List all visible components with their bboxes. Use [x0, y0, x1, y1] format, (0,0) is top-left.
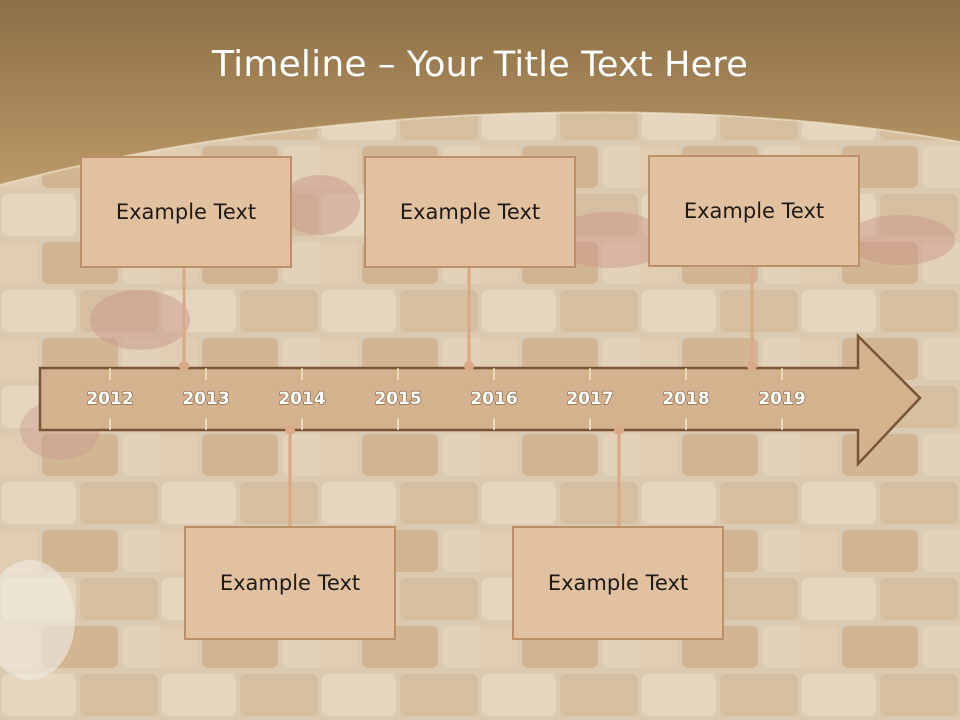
- year-label: 2014: [278, 389, 325, 409]
- event-box-top-3: Example Text: [648, 155, 860, 267]
- year-label: 2015: [374, 389, 421, 409]
- brick-accent: [550, 212, 670, 268]
- year-label: 2017: [566, 389, 613, 409]
- brick-accent: [90, 290, 190, 350]
- connector-dot: [747, 361, 757, 371]
- year-label: 2016: [470, 389, 517, 409]
- event-box-top-1: Example Text: [80, 156, 292, 268]
- brick-accent: [845, 215, 955, 265]
- timeline-arrow: [38, 332, 922, 468]
- header-band: [0, 0, 960, 185]
- year-label: 2019: [758, 389, 805, 409]
- title-rest: – Your Title Text Here: [366, 45, 748, 85]
- brick-accent: [280, 175, 360, 235]
- title-lead: Timeline: [212, 44, 367, 85]
- tick-group: [109, 368, 783, 430]
- header-curve-edge: [0, 111, 960, 186]
- event-box-top-2: Example Text: [364, 156, 576, 268]
- year-label: 2012: [86, 389, 133, 409]
- year-label: 2018: [662, 389, 709, 409]
- connector-dot: [614, 425, 624, 435]
- event-box-bottom-1: Example Text: [184, 526, 396, 640]
- year-label: 2013: [182, 389, 229, 409]
- connector-dot: [464, 361, 474, 371]
- event-box-bottom-2: Example Text: [512, 526, 724, 640]
- connector-dot: [179, 361, 189, 371]
- slide-title: Timeline – Your Title Text Here: [0, 44, 960, 85]
- connector-dot: [285, 425, 295, 435]
- brick-accent: [0, 560, 75, 680]
